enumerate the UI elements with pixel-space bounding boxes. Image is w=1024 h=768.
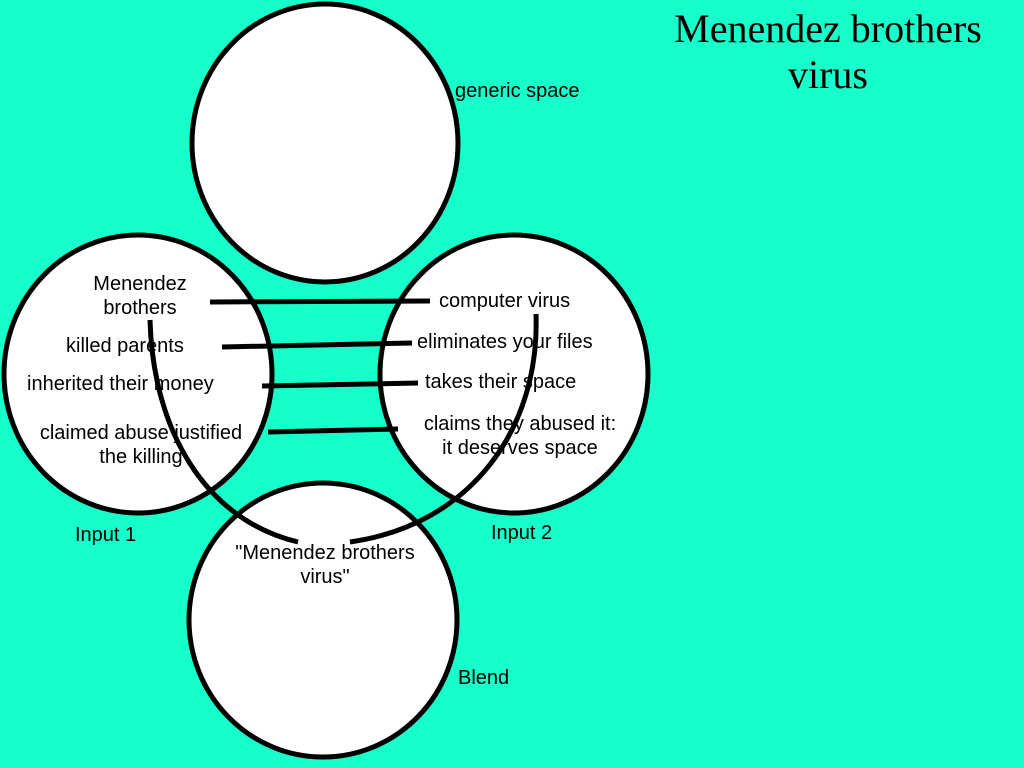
input2-item-line: it deserves space — [442, 437, 598, 459]
input1-item-killed-parents: killed parents — [66, 335, 184, 357]
mapping-line-3 — [261, 380, 419, 389]
input2-item-takes-space: takes their space — [425, 371, 577, 393]
generic-space-circle — [189, 1, 461, 285]
input1-item-menendez-brothers: Menendez brothers — [60, 272, 220, 320]
title-line-1: Menendez brothers — [674, 6, 982, 51]
mapping-line-2 — [221, 340, 413, 350]
input2-circle — [377, 232, 651, 516]
input1-circle — [1, 232, 275, 516]
input1-item-line: Menendez — [93, 273, 187, 295]
slide-title: Menendez brothers virus — [640, 6, 1016, 98]
input2-item-line: claims they abused it: — [423, 413, 617, 435]
blend-content-line: virus" — [300, 566, 350, 588]
input1-label: Input 1 — [75, 524, 137, 546]
input2-item-computer-virus: computer virus — [439, 290, 571, 312]
input2-label: Input 2 — [491, 522, 553, 544]
blend-content-label: "Menendez brothers virus" — [208, 541, 442, 589]
input1-item-inherited-money: inherited their money — [27, 373, 214, 395]
blend-circle — [186, 480, 460, 760]
projection-arc-right — [349, 313, 539, 545]
input1-item-line: the killing — [99, 446, 183, 468]
mapping-line-4 — [267, 426, 399, 435]
title-line-2: virus — [788, 52, 868, 97]
input1-item-claimed-abuse: claimed abuse justified the killing — [12, 421, 270, 469]
mapping-line-1 — [209, 298, 431, 305]
projection-arc-left — [147, 319, 299, 545]
generic-space-label: generic space — [455, 80, 580, 102]
input2-item-claims-abuse: claims they abused it: it deserves space — [396, 412, 644, 460]
input1-item-line: brothers — [103, 297, 177, 319]
blend-label: Blend — [458, 667, 510, 689]
input1-item-line: claimed abuse justified — [39, 422, 243, 444]
input2-item-eliminates-files: eliminates your files — [417, 331, 593, 353]
blend-content-line: "Menendez brothers — [235, 542, 415, 564]
